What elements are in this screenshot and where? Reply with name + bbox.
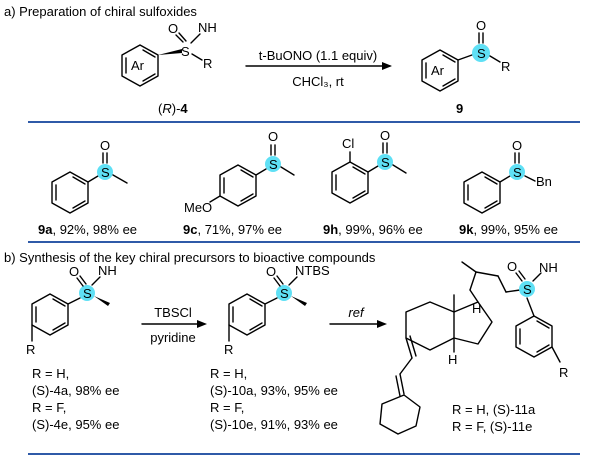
example-9h-label: 9h, 99%, 96% ee	[323, 222, 423, 237]
example-9a-label: 9a, 92%, 98% ee	[38, 222, 137, 237]
r-group: R	[203, 56, 212, 71]
nh-group: NH	[539, 260, 558, 275]
oxygen-atom: O	[507, 259, 517, 274]
sulfur-atom: S	[181, 44, 190, 59]
conditions-label: CHCl₃, rt	[292, 74, 344, 89]
chloro-group: Cl	[342, 136, 354, 151]
col1-line1: R = H,	[32, 366, 69, 381]
starting-sulfinamide-structure: Ar S O NH R	[121, 20, 217, 87]
col3-line1: R = H, (S)-11a	[452, 402, 536, 417]
example-9h-structure: Cl S O	[331, 128, 407, 204]
aryl-label: Ar	[431, 63, 445, 78]
aryl-label: Ar	[131, 58, 145, 73]
nh-group: NH	[198, 20, 217, 35]
r-group: R	[501, 59, 510, 74]
sulfur-atom: S	[101, 165, 110, 180]
silyl-sulfinamide-10-structure: R S O NTBS	[224, 263, 330, 357]
pyridine-label: pyridine	[150, 330, 196, 345]
sulfur-atom: S	[280, 286, 289, 301]
col1-line4: (S)-4e, 95% ee	[32, 417, 119, 432]
oxygen-atom: O	[266, 264, 276, 279]
col2-line3: R = F,	[210, 400, 244, 415]
col2-line1: R = H,	[210, 366, 247, 381]
example-9c-label: 9c, 71%, 97% ee	[183, 222, 282, 237]
nh-group: NH	[98, 263, 117, 278]
vitamin-d-analogue-11-structure: H H S O NH R	[379, 259, 568, 435]
oxygen-atom: O	[268, 129, 278, 144]
col2-line2: (S)-10a, 93%, 95% ee	[210, 383, 338, 398]
sulfoxide-product-structure: Ar S O R	[421, 18, 510, 92]
part-b-title: b) Synthesis of the key chiral precursor…	[4, 250, 376, 265]
reagent-label: t-BuONO (1.1 equiv)	[259, 48, 378, 63]
part-a-title: a) Preparation of chiral sulfoxides	[4, 4, 197, 19]
sulfinamide-s4-structure: R S O NH	[26, 263, 117, 357]
hydrogen-atom: H	[472, 301, 481, 316]
ref-label: ref	[348, 305, 365, 320]
r-group: R	[26, 342, 35, 357]
oxygen-atom: O	[476, 18, 486, 33]
example-9a-structure: S O	[51, 138, 128, 214]
hydrogen-atom: H	[448, 352, 457, 367]
col1-line2: (S)-4a, 98% ee	[32, 383, 119, 398]
sulfur-atom: S	[381, 155, 390, 170]
example-9c-structure: S O MeO	[184, 129, 295, 215]
sulfur-atom: S	[513, 165, 522, 180]
tbscl-label: TBSCl	[154, 305, 192, 320]
benzyl-group: Bn	[536, 174, 552, 189]
col1-line3: R = F,	[32, 400, 66, 415]
starting-material-label: (R)-4	[158, 101, 188, 116]
oxygen-atom: O	[380, 128, 390, 143]
sulfur-atom: S	[83, 286, 92, 301]
methoxy-group: MeO	[184, 200, 212, 215]
oxygen-atom: O	[100, 138, 110, 153]
oxygen-atom: O	[512, 138, 522, 153]
oxygen-atom: O	[168, 21, 178, 36]
sulfur-atom: S	[523, 282, 532, 297]
example-9k-label: 9k, 99%, 95% ee	[459, 222, 558, 237]
col2-line4: (S)-10e, 91%, 93% ee	[210, 417, 338, 432]
col3-line2: R = F, (S)-11e	[452, 419, 532, 434]
sulfur-atom: S	[269, 157, 278, 172]
r-group: R	[559, 365, 568, 380]
oxygen-atom: O	[69, 264, 79, 279]
product-label: 9	[456, 101, 463, 116]
r-group: R	[224, 342, 233, 357]
example-9k-structure: S O Bn	[463, 138, 552, 214]
ntbs-group: NTBS	[295, 263, 330, 278]
sulfur-atom: S	[477, 46, 486, 61]
